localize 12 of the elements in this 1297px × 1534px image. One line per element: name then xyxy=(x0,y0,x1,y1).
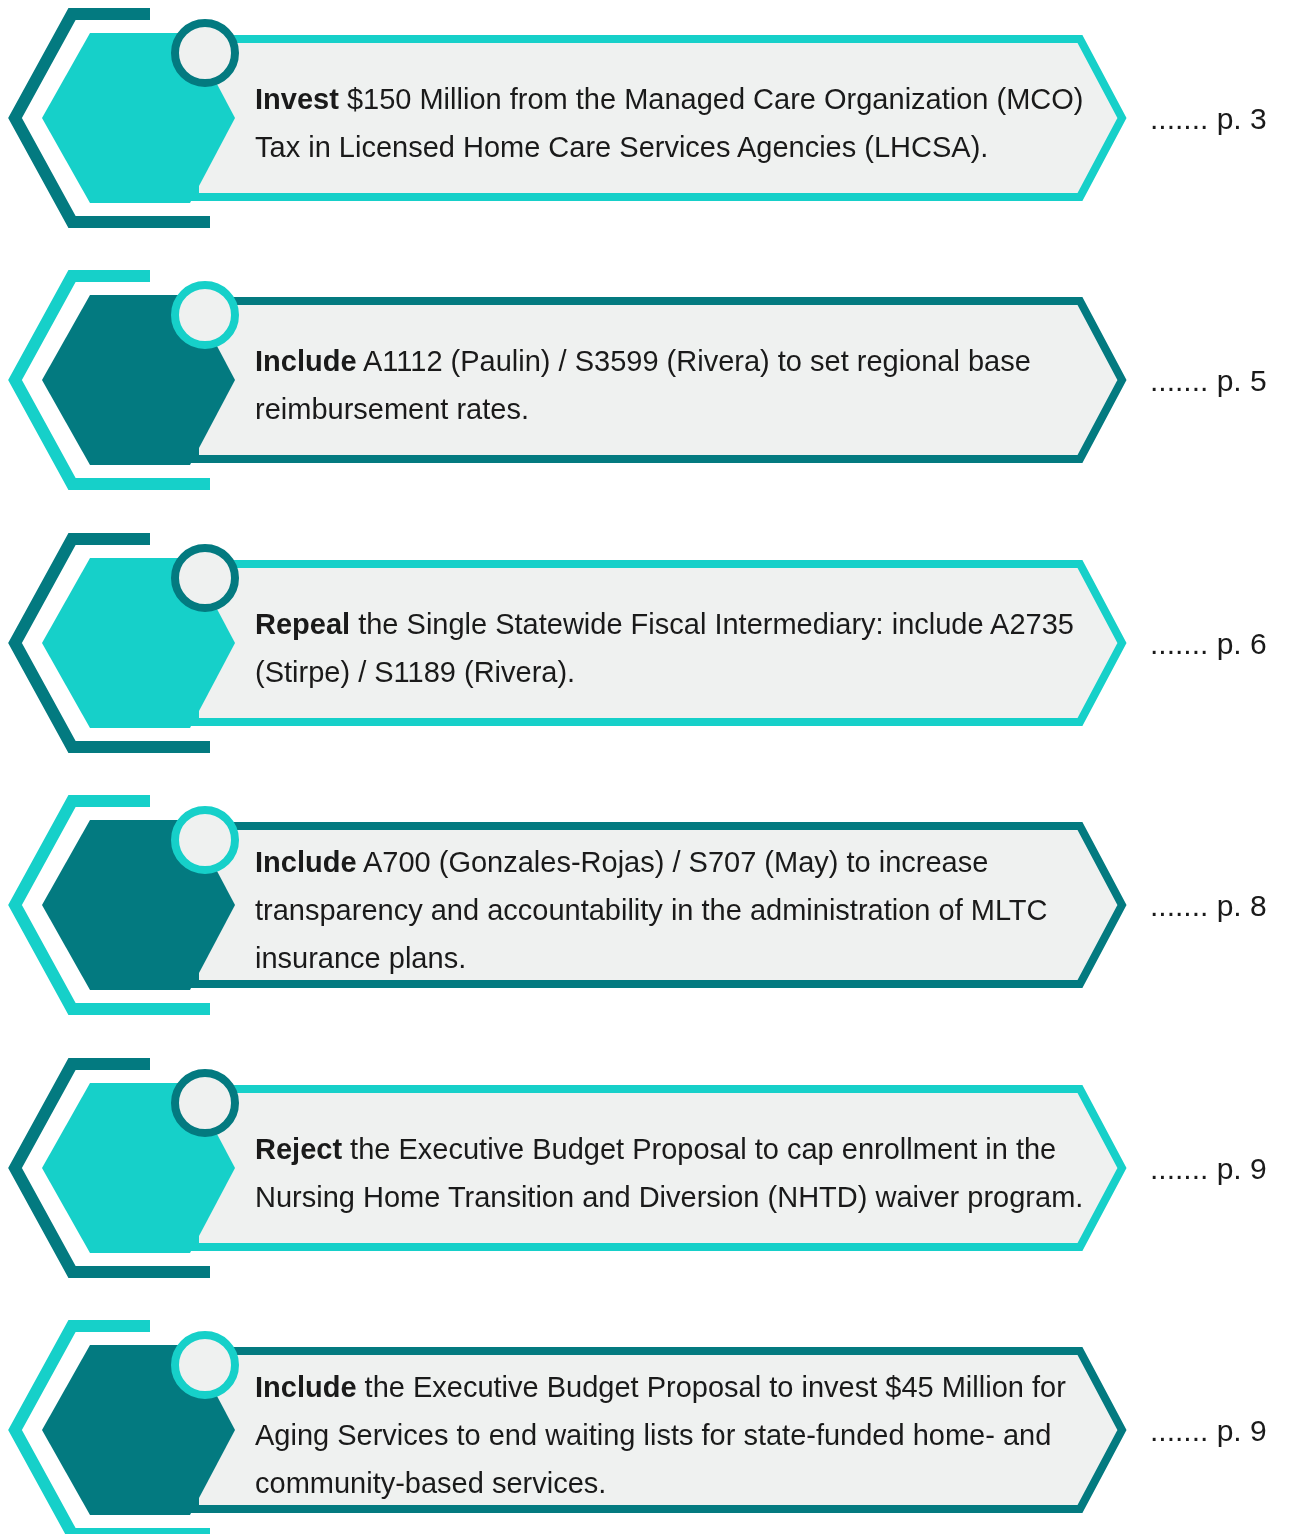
page-reference: ....... p. 5 xyxy=(1150,364,1267,399)
page-reference: ....... p. 9 xyxy=(1150,1414,1267,1448)
recommendation-text: Reject the Executive Budget Proposal to cap enrollment in the Nursing Home Transition and Diversion (NHTD) waiver program. xyxy=(255,1131,1085,1215)
recommendation-text: Include A700 (Gonzales-Rojas) / S707 (May) to increase transparency and accountability in the administration of MLTC insurance plans. xyxy=(255,845,1049,977)
page-reference: ....... p. 9 xyxy=(1150,1151,1267,1186)
page-reference: ....... p. 8 xyxy=(1150,889,1267,924)
recommendation-text: Invest $150 Million from the Managed Care Organization (MCO) Tax in Licensed Home Care Services Agencies (LHCSA). xyxy=(255,82,1085,165)
page-reference: ....... p. 3 xyxy=(1150,102,1267,136)
recommendation-text: Repeal the Single Statewide Fiscal Intermediary: include A2735 (Stirpe) / S1189 (Rivera). xyxy=(255,606,1075,690)
recommendation-text: Include A1112 (Paulin) / S3599 (Rivera) to set regional base reimbursement rates. xyxy=(255,344,1032,428)
page-reference: ....... p. 6 xyxy=(1150,626,1267,661)
recommendation-text: Include the Executive Budget Proposal to invest $45 Million for Aging Services to end waiting lists for state-funded home- and community-based services. xyxy=(255,1370,1067,1501)
